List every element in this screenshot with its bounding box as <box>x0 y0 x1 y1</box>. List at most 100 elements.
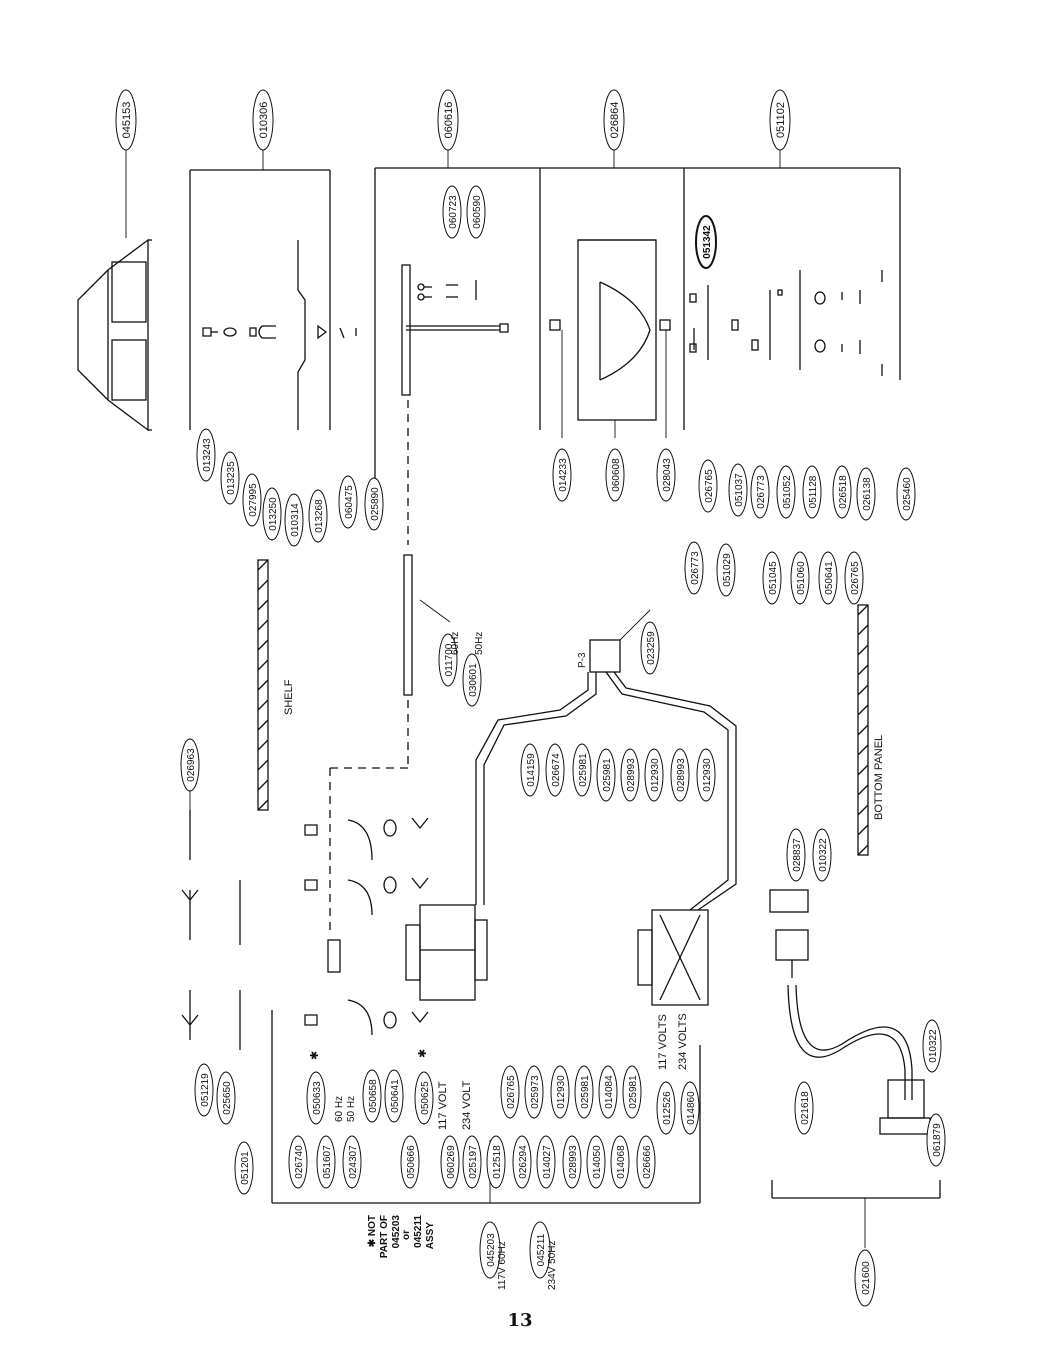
frequency-60hz-small-label: 60 Hz <box>334 1096 345 1122</box>
callout: 021600 <box>854 1249 876 1307</box>
callout-label: 014159 <box>526 753 537 787</box>
callout-label: 025981 <box>628 1075 639 1109</box>
callout-label: 023259 <box>646 631 657 665</box>
dashed-connector <box>329 400 409 930</box>
callout: 051045 <box>762 551 782 605</box>
callout: 014084 <box>598 1065 618 1119</box>
callout-label: 045211 <box>536 1233 547 1266</box>
callout: 060475 <box>338 475 358 529</box>
callout: 012526 <box>656 1081 676 1135</box>
callout-label: 026294 <box>518 1145 529 1179</box>
volt-117-label: 117 VOLT <box>437 1081 449 1130</box>
callout: 045203 <box>479 1221 501 1279</box>
callout: 025981 <box>622 1065 642 1119</box>
callout: 060723 <box>442 185 462 239</box>
callout: 012930 <box>696 748 716 802</box>
callout: 045153 <box>115 89 137 151</box>
callout: 027995 <box>242 473 262 527</box>
callout-label: 051060 <box>796 561 807 595</box>
callout: 025890 <box>364 477 384 531</box>
callout-label: 028993 <box>568 1145 579 1179</box>
callout-label: 028043 <box>662 458 673 492</box>
bottom-panel-label: BOTTOM PANEL <box>873 735 885 820</box>
footnote: ✱ NOT PART OF 045203 or 045211 ASSY <box>367 1215 436 1259</box>
asterisk-mark: ✱ <box>309 1051 321 1060</box>
callout-label: 021600 <box>861 1261 872 1295</box>
callout: 051037 <box>728 463 748 517</box>
callout-label: 025981 <box>580 1075 591 1109</box>
callout-label: 021618 <box>800 1091 811 1125</box>
callout-label: 025460 <box>902 477 913 511</box>
callout: 051060 <box>790 551 810 605</box>
callout-labels: 045153 010306 060616 026864 051102 06072… <box>115 89 946 1307</box>
callout: 026138 <box>856 467 876 521</box>
callout: 014860 <box>680 1081 700 1135</box>
callout: 051342 <box>695 215 717 269</box>
transformer-assembly <box>637 909 709 1006</box>
callout: 050641 <box>384 1069 404 1123</box>
callout: 051052 <box>776 465 796 519</box>
volts-234-label: 234 VOLTS <box>677 1013 689 1070</box>
callout-label: 051201 <box>240 1151 251 1185</box>
callout-label: 028993 <box>626 758 637 792</box>
callout-label: 026765 <box>850 561 861 595</box>
callout-label: 013250 <box>268 497 279 531</box>
callout: 014068 <box>610 1135 630 1189</box>
callout-label: 028837 <box>792 838 803 872</box>
callout-label: 060590 <box>472 195 483 229</box>
assembly-brackets <box>189 167 941 1204</box>
lamp-shade-part <box>77 238 152 432</box>
callout-label: 051607 <box>322 1145 333 1179</box>
callout: 026666 <box>636 1135 656 1189</box>
spindle-part <box>401 264 509 396</box>
callout-label: 051102 <box>775 102 787 138</box>
callout: 060608 <box>605 448 625 502</box>
callout-label: 026518 <box>838 475 849 509</box>
callout-label: 026963 <box>186 748 197 782</box>
leader-lines <box>125 150 866 1248</box>
callout-label: 045203 <box>486 1233 497 1267</box>
callout: 012930 <box>644 748 664 802</box>
callout: 051219 <box>194 1063 214 1117</box>
callout-label: 014050 <box>592 1145 603 1179</box>
callout-label: 014233 <box>558 458 569 492</box>
cabinet-part <box>549 239 671 421</box>
callout: 025981 <box>596 748 616 802</box>
callout: 061879 <box>926 1113 946 1167</box>
callout-label: 030601 <box>468 663 479 697</box>
callout-label: 026765 <box>704 469 715 503</box>
bottom-panel <box>857 604 869 856</box>
callout-label: 060475 <box>344 485 355 519</box>
callout: 050658 <box>362 1069 382 1123</box>
callout-label: 028993 <box>676 758 687 792</box>
callout: 025973 <box>524 1065 544 1119</box>
callout: 051102 <box>769 89 791 151</box>
footnote-line: ✱ NOT <box>367 1215 378 1247</box>
callout: 021618 <box>794 1081 814 1135</box>
callout-label: 025650 <box>222 1081 233 1115</box>
callout-label: 013268 <box>314 499 325 533</box>
callout-label: 012930 <box>650 758 661 792</box>
callout: 030601 <box>462 653 482 707</box>
callout-label: 010322 <box>818 838 829 872</box>
callout-label: 025197 <box>468 1145 479 1179</box>
callout-label: 014084 <box>604 1075 615 1109</box>
callout: 050633 <box>306 1071 326 1125</box>
callout-label: 014068 <box>616 1145 627 1179</box>
callout-label: 012930 <box>702 758 713 792</box>
callout-label: 013235 <box>226 461 237 495</box>
callout-label: 026666 <box>642 1145 653 1179</box>
callout-label: 012930 <box>556 1075 567 1109</box>
assembly-234v-label: 234V 50Hz <box>547 1241 558 1290</box>
callout: 028993 <box>562 1135 582 1189</box>
callout: 025460 <box>896 467 916 521</box>
callout-label: 026765 <box>506 1075 517 1109</box>
callout: 051607 <box>316 1135 336 1189</box>
callout-label: 050641 <box>824 561 835 595</box>
motor-assembly <box>405 904 488 1001</box>
callout: 023259 <box>640 621 660 675</box>
callout-label: 060616 <box>443 102 455 139</box>
callout-label: 060723 <box>448 195 459 229</box>
callout-label: 050641 <box>390 1079 401 1113</box>
